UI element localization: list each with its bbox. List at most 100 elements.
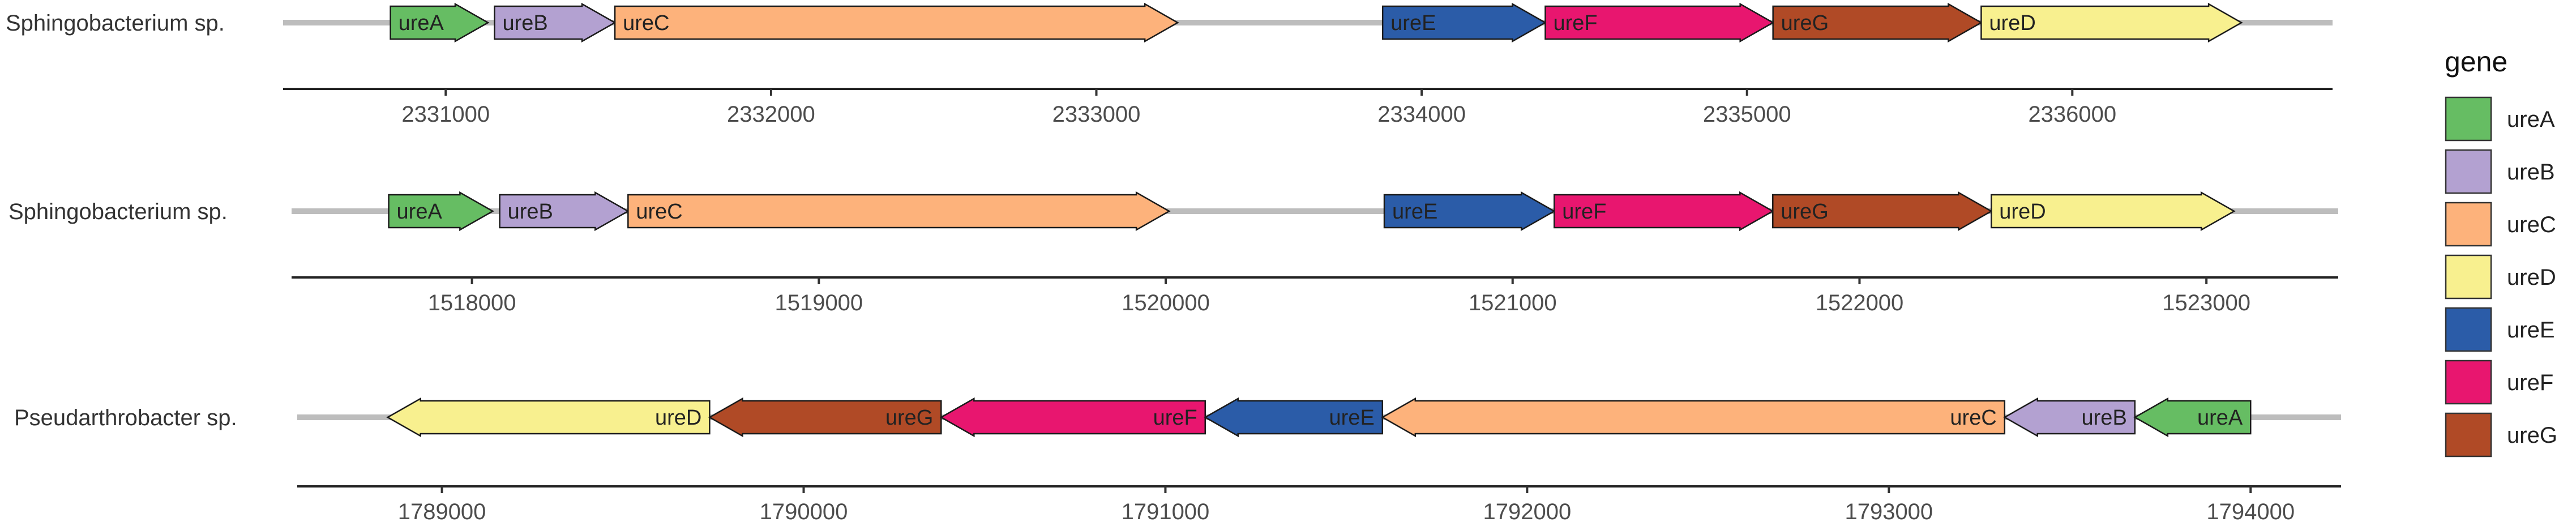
- gene-ureB: ureB: [494, 2, 617, 43]
- gene-arrow: [494, 2, 617, 43]
- x-tick-label: 1789000: [398, 499, 486, 524]
- gene-label: ureG: [885, 406, 933, 430]
- gene-label: ureF: [1553, 11, 1597, 35]
- gene-label: ureA: [397, 200, 443, 224]
- gene-label: ureA: [399, 11, 444, 35]
- gene-ureF: ureF: [939, 397, 1206, 438]
- legend-label: ureD: [2507, 265, 2556, 290]
- gene-arrow: [1980, 2, 2243, 43]
- gene-ureC: ureC: [627, 191, 1171, 232]
- legend-key: [2445, 149, 2492, 194]
- legend-key: [2445, 412, 2492, 457]
- x-tick-label: 1794000: [2206, 499, 2295, 524]
- gene-arrow: [1544, 2, 1775, 43]
- x-tick-label: 2336000: [2028, 102, 2116, 127]
- gene-arrow: [627, 191, 1171, 232]
- x-tick-label: 1792000: [1483, 499, 1572, 524]
- x-tick-label: 1790000: [760, 499, 848, 524]
- gene-arrow: [939, 397, 1206, 438]
- track-1: Sphingobacterium sp. ureA ureB ureC ureE ureF…: [6, 2, 2333, 127]
- gene-ureA: ureA: [2133, 397, 2252, 438]
- x-tick-label: 2335000: [1703, 102, 1791, 127]
- gene-label: ureC: [1950, 406, 1996, 430]
- gene-ureG: ureG: [1772, 191, 1993, 232]
- x-tick-label: 1520000: [1122, 290, 1210, 315]
- legend-label: ureA: [2507, 107, 2555, 132]
- gene-label: ureG: [1781, 200, 1828, 224]
- legend-item-ureA: ureA: [2445, 96, 2555, 142]
- legend-label: ureB: [2507, 160, 2555, 185]
- legend-key: [2445, 202, 2492, 247]
- gene-ureD: ureD: [1991, 191, 2236, 232]
- gene-arrow: [708, 397, 942, 438]
- gene-ureG: ureG: [708, 397, 942, 438]
- gene-ureG: ureG: [1772, 2, 1983, 43]
- genome-label: Sphingobacterium sp.: [8, 199, 228, 224]
- legend-title: gene: [2445, 46, 2507, 78]
- gene-arrow: [2133, 397, 2252, 438]
- gene-ureC: ureC: [1381, 397, 2006, 438]
- gene-label: ureE: [1329, 406, 1375, 430]
- gene-label: ureB: [2082, 406, 2127, 430]
- gene-label: ureD: [1989, 11, 2035, 35]
- gene-ureE: ureE: [1381, 2, 1547, 43]
- gene-arrow: [390, 2, 490, 43]
- x-tick-label: 2332000: [727, 102, 815, 127]
- gene-arrow: [1383, 191, 1556, 232]
- tracks-group: Sphingobacterium sp. ureA ureB ureC ureE ureF…: [6, 2, 2341, 524]
- x-tick-label: 1523000: [2162, 290, 2250, 315]
- genome-label: Pseudarthrobacter sp.: [14, 405, 237, 430]
- gene-ureF: ureF: [1544, 2, 1775, 43]
- gene-arrow: [1381, 397, 2006, 438]
- gene-arrow: [614, 2, 1179, 43]
- gene-ureB: ureB: [2003, 397, 2136, 438]
- legend-key: [2445, 254, 2492, 300]
- gene-label: ureC: [636, 200, 682, 224]
- x-tick-label: 1793000: [1845, 499, 1933, 524]
- gene-label: ureB: [502, 11, 547, 35]
- legend-key: [2445, 96, 2492, 142]
- gene-ureA: ureA: [390, 2, 490, 43]
- x-tick-label: 1791000: [1122, 499, 1210, 524]
- gene-label: ureG: [1781, 11, 1829, 35]
- gene-label: ureC: [623, 11, 669, 35]
- track-3: Pseudarthrobacter sp. ureD ureG ureF ureE ure…: [14, 397, 2341, 524]
- gene-label: ureF: [1562, 200, 1606, 224]
- gene-ureA: ureA: [388, 191, 494, 232]
- gene-label: ureD: [1999, 200, 2046, 224]
- gene-arrow: [1554, 191, 1774, 232]
- legend-label: ureG: [2507, 423, 2557, 448]
- gene-arrow: [1381, 2, 1547, 43]
- gene-arrow: [2003, 397, 2136, 438]
- gene-arrow: [388, 191, 494, 232]
- x-tick-label: 2333000: [1052, 102, 1141, 127]
- gene-label: ureA: [2197, 406, 2243, 430]
- x-tick-label: 2331000: [401, 102, 490, 127]
- gene-arrow: [1772, 2, 1983, 43]
- gene-label: ureE: [1390, 11, 1436, 35]
- gene-ureD: ureD: [386, 397, 711, 438]
- x-tick-label: 1518000: [428, 290, 516, 315]
- gene-ureE: ureE: [1383, 191, 1556, 232]
- gene-label: ureD: [655, 406, 701, 430]
- gene-arrow: [499, 191, 630, 232]
- gene-ureC: ureC: [614, 2, 1179, 43]
- gene-arrow: [1991, 191, 2236, 232]
- genome-label: Sphingobacterium sp.: [6, 11, 225, 36]
- legend-item-ureF: ureF: [2445, 360, 2553, 405]
- legend-key: [2445, 360, 2492, 405]
- gene-label: ureF: [1153, 406, 1197, 430]
- legend-item-ureG: ureG: [2445, 412, 2557, 457]
- legend-item-ureE: ureE: [2445, 307, 2555, 352]
- gene-ureD: ureD: [1980, 2, 2243, 43]
- x-tick-label: 1521000: [1469, 290, 1557, 315]
- gene-label: ureE: [1392, 200, 1437, 224]
- x-tick-label: 2334000: [1377, 102, 1466, 127]
- gene-arrow: [1204, 397, 1384, 438]
- gene-arrow: [386, 397, 711, 438]
- legend-label: ureF: [2507, 370, 2553, 395]
